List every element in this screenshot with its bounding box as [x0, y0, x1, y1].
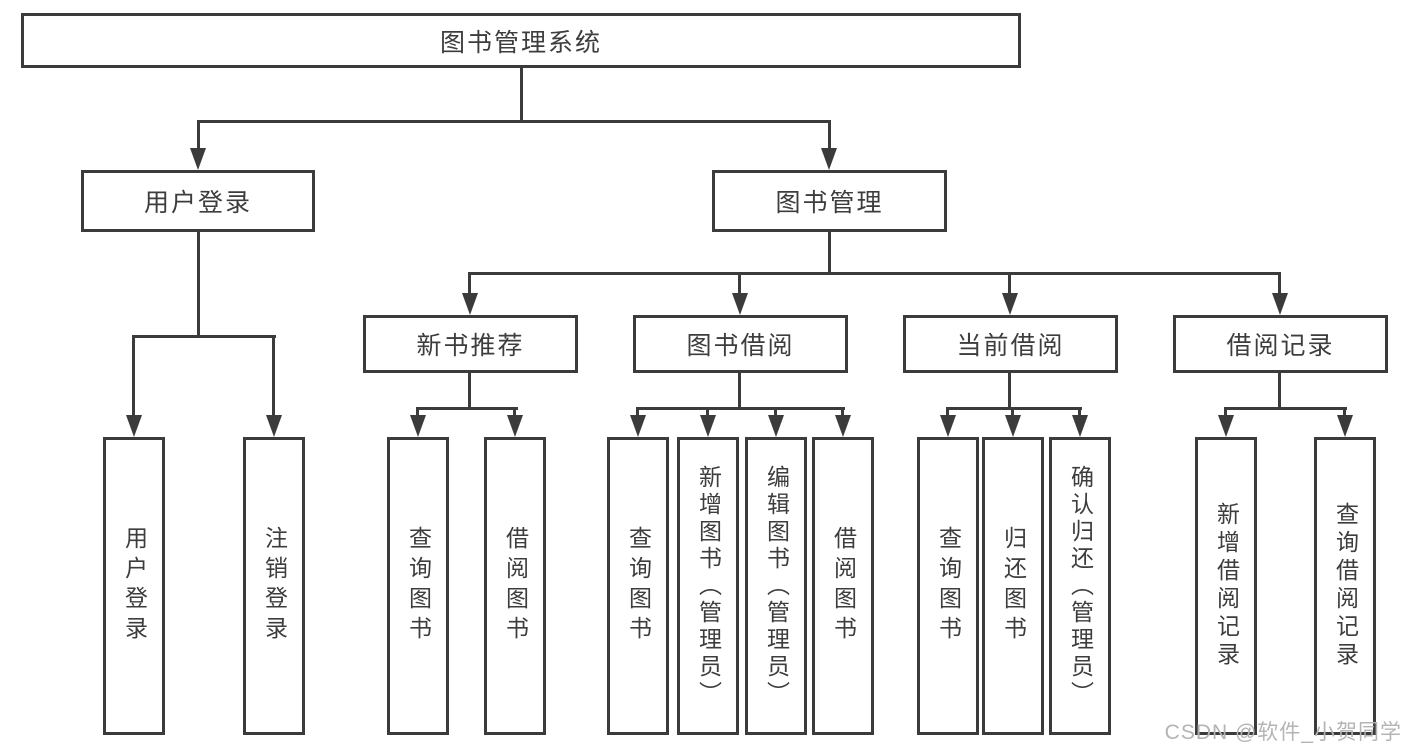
- arrow-down-icon: [1337, 415, 1353, 437]
- arrow-down-icon: [1072, 415, 1088, 437]
- connector-line: [706, 410, 709, 418]
- arrow-down-icon: [1272, 293, 1288, 315]
- leaf-add-borrow-record: 新增借阅记录: [1195, 437, 1257, 735]
- leaf-confirm-return-admin: 确认归还（管理员）: [1049, 437, 1111, 735]
- leaf-logout: 注销登录: [243, 437, 305, 735]
- connector-line: [468, 275, 471, 296]
- connector-line: [1278, 373, 1281, 410]
- arrow-down-icon: [462, 293, 478, 315]
- arrow-down-icon: [1002, 293, 1018, 315]
- arrow-down-icon: [835, 415, 851, 437]
- connector-line: [468, 272, 1281, 275]
- leaf-edit-books-admin: 编辑图书（管理员）: [745, 437, 807, 735]
- connector-line: [1011, 410, 1014, 418]
- connector-line: [841, 410, 844, 418]
- connector-line: [946, 407, 1082, 410]
- connector-line: [520, 68, 523, 123]
- connector-line: [1224, 407, 1347, 410]
- leaf-query-books-borrow: 查询图书: [607, 437, 669, 735]
- connector-line: [416, 407, 518, 410]
- connector-line: [1343, 410, 1346, 418]
- node-new-book-recommend: 新书推荐: [363, 315, 578, 373]
- connector-line: [1078, 410, 1081, 418]
- node-borrow-records: 借阅记录: [1173, 315, 1388, 373]
- arrow-down-icon: [732, 293, 748, 315]
- connector-line: [513, 410, 516, 418]
- leaf-return-books: 归还图书: [982, 437, 1044, 735]
- arrow-down-icon: [1218, 415, 1234, 437]
- connector-line: [636, 407, 845, 410]
- connector-line: [828, 232, 831, 275]
- node-root: 图书管理系统: [21, 13, 1021, 68]
- connector-line: [132, 338, 135, 417]
- leaf-add-books-admin: 新增图书（管理员）: [677, 437, 739, 735]
- node-book-management: 图书管理: [712, 170, 947, 232]
- arrow-down-icon: [700, 415, 716, 437]
- node-book-borrow: 图书借阅: [633, 315, 848, 373]
- connector-line: [197, 232, 200, 335]
- connector-line: [197, 123, 200, 150]
- connector-line: [468, 373, 471, 410]
- connector-line: [774, 410, 777, 418]
- arrow-down-icon: [1005, 415, 1021, 437]
- connector-line: [1008, 373, 1011, 410]
- arrow-down-icon: [768, 415, 784, 437]
- leaf-query-books-recommend: 查询图书: [387, 437, 449, 735]
- arrow-down-icon: [821, 148, 837, 170]
- connector-line: [416, 410, 419, 418]
- connector-line: [738, 373, 741, 410]
- connector-line: [1278, 275, 1281, 296]
- node-current-borrow: 当前借阅: [903, 315, 1118, 373]
- arrow-down-icon: [190, 148, 206, 170]
- arrow-down-icon: [410, 415, 426, 437]
- leaf-user-login: 用户登录: [103, 437, 165, 735]
- connector-line: [946, 410, 949, 418]
- arrow-down-icon: [507, 415, 523, 437]
- connector-line: [1224, 410, 1227, 418]
- csdn-watermark: CSDN @软件_小贺同学: [1164, 721, 1402, 744]
- leaf-borrow-books: 借阅图书: [812, 437, 874, 735]
- leaf-borrow-books-recommend: 借阅图书: [484, 437, 546, 735]
- connector-line: [738, 275, 741, 296]
- connector-line: [636, 410, 639, 418]
- leaf-query-borrow-record: 查询借阅记录: [1314, 437, 1376, 735]
- arrow-down-icon: [126, 415, 142, 437]
- connector-line: [197, 120, 831, 123]
- arrow-down-icon: [940, 415, 956, 437]
- arrow-down-icon: [630, 415, 646, 437]
- connector-line: [828, 123, 831, 150]
- connector-line: [1008, 275, 1011, 296]
- connector-line: [132, 335, 276, 338]
- node-user-login: 用户登录: [81, 170, 315, 232]
- arrow-down-icon: [266, 415, 282, 437]
- connector-line: [272, 338, 275, 417]
- leaf-query-books-current: 查询图书: [917, 437, 979, 735]
